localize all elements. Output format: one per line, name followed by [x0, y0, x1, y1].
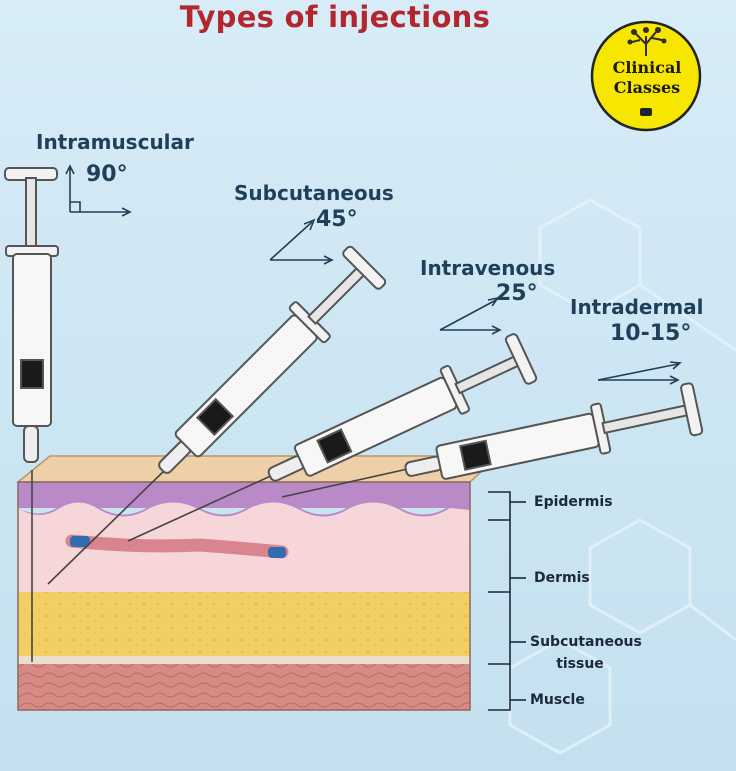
skin-block — [15, 455, 500, 711]
layer-label-muscle: Muscle — [530, 692, 585, 708]
epidermis-layer — [18, 482, 470, 508]
angle-indicators — [65, 164, 682, 385]
layer-label-dermis: Dermis — [534, 570, 590, 586]
layer-label-epidermis: Epidermis — [534, 494, 613, 510]
needles — [31, 467, 413, 662]
label-intravenous: Intravenous — [420, 256, 556, 280]
label-subcutaneous: Subcutaneous — [234, 181, 394, 205]
angle-subcutaneous: 45° — [316, 207, 358, 232]
syringe-intramuscular — [4, 167, 59, 463]
tree-icon — [631, 31, 663, 56]
angle-intravenous: 25° — [496, 281, 538, 306]
label-intramuscular: Intramuscular — [36, 130, 194, 154]
page-title: Types of injections — [179, 0, 491, 34]
vein — [65, 534, 289, 559]
layer-bracket — [488, 491, 526, 711]
leaves-icon — [627, 27, 667, 45]
logo-text: Clinical Classes — [594, 58, 700, 98]
logo-line-1: Clinical — [612, 58, 682, 77]
layer-label-subcutaneous: Subcutaneous tissue — [530, 634, 642, 672]
syringe-intradermal — [404, 382, 704, 480]
clinical-classes-logo — [590, 20, 702, 132]
syringe-subcutaneous — [158, 245, 387, 474]
angle-intramuscular: 90° — [86, 162, 128, 187]
label-intradermal: Intradermal — [570, 295, 704, 319]
angle-intradermal: 10-15° — [610, 321, 692, 346]
logo-line-2: Classes — [613, 78, 681, 97]
dermis-layer — [18, 520, 470, 592]
syringe-intravenous — [267, 333, 538, 482]
